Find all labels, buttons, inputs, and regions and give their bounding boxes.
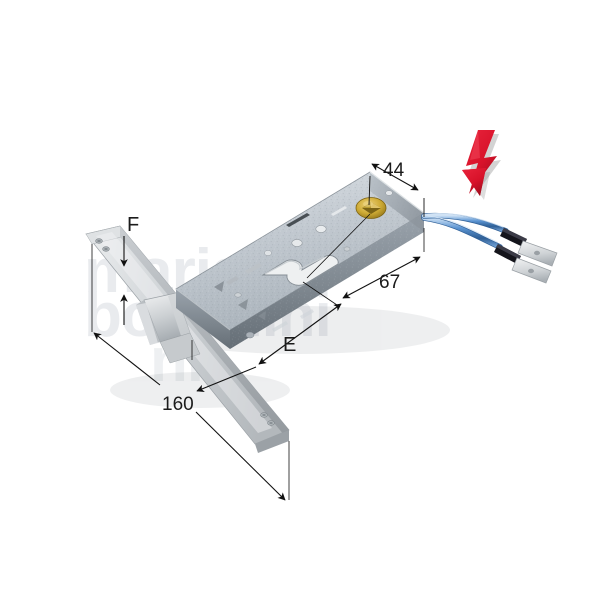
faceplate-screw-hole	[260, 412, 275, 426]
wire-harness	[421, 212, 509, 250]
wire-crimp	[494, 228, 527, 264]
watermark-line-3: ni	[150, 326, 204, 395]
dimension-label-44: 44	[383, 160, 405, 181]
lightning-bolt-icon	[462, 130, 501, 200]
spade-terminal	[511, 240, 558, 284]
dimension-label-67: 67	[379, 272, 401, 293]
dimension-label-E: E	[283, 334, 297, 356]
spindle-hole	[355, 197, 387, 219]
dimension-label-160: 160	[162, 394, 194, 415]
dimension-label-F: F	[127, 214, 140, 236]
